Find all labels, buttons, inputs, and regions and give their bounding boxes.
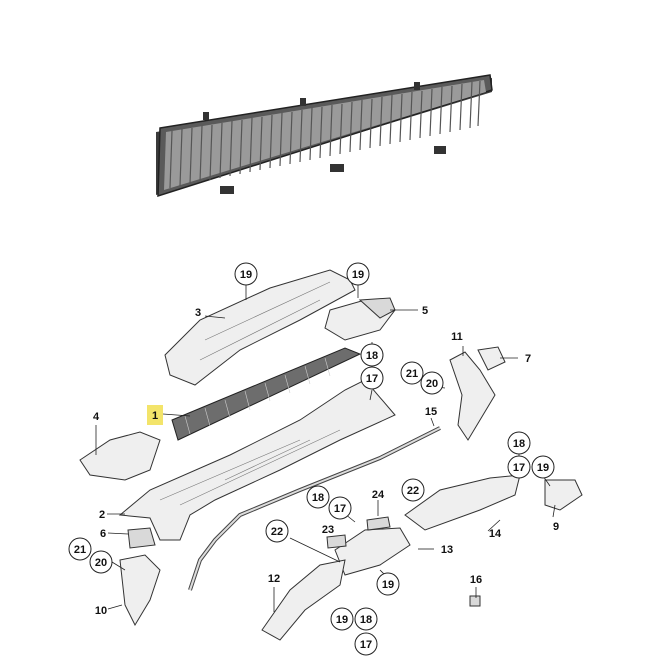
svg-text:17: 17 [360,639,372,651]
callout-17-c: 17 [507,455,531,479]
svg-text:18: 18 [366,350,378,362]
svg-text:17: 17 [366,373,378,385]
parts-diagram [79,269,583,641]
svg-text:21: 21 [406,368,418,380]
callout-20-a: 20 [420,371,444,395]
label-7: 7 [525,353,531,365]
label-14: 14 [489,528,502,540]
callout-19-d: 19 [376,572,400,596]
label-16: 16 [470,574,482,586]
callouts: 19 19 18 17 21 20 18 17 19 22 18 17 22 2… [68,262,555,656]
callout-18-c: 18 [507,431,531,455]
label-11: 11 [451,331,463,343]
label-4: 4 [93,411,100,423]
callout-18-b: 18 [306,485,330,509]
label-15: 15 [425,406,437,418]
svg-text:20: 20 [95,557,107,569]
svg-text:19: 19 [240,269,252,281]
plain-labels: 3 5 11 7 4 1 15 2 24 9 14 6 23 13 12 16 … [93,305,559,617]
callout-22-b: 22 [265,519,289,543]
callout-17-b: 17 [328,496,352,520]
svg-text:19: 19 [537,462,549,474]
svg-text:21: 21 [74,544,86,556]
label-9: 9 [553,521,559,533]
svg-text:22: 22 [271,526,283,538]
highlight-1 [147,405,163,425]
label-5: 5 [422,305,428,317]
callout-17-d: 17 [354,632,378,656]
label-23: 23 [322,524,334,536]
label-24: 24 [372,489,385,501]
svg-text:18: 18 [360,614,372,626]
svg-text:18: 18 [513,438,525,450]
callout-21-b: 21 [68,537,92,561]
callout-19-c: 19 [531,455,555,479]
label-6: 6 [100,528,106,540]
svg-text:19: 19 [352,269,364,281]
label-10: 10 [95,605,107,617]
svg-text:19: 19 [382,579,394,591]
callout-17-a: 17 [360,366,384,390]
label-2: 2 [99,509,105,521]
svg-text:17: 17 [334,503,346,515]
callout-19-e: 19 [330,607,354,631]
label-12: 12 [268,573,280,585]
label-1: 1 [152,410,158,422]
callout-21-a: 21 [400,361,424,385]
callout-19-a: 19 [234,262,258,286]
svg-text:19: 19 [336,614,348,626]
svg-text:18: 18 [312,492,324,504]
callout-22-a: 22 [401,478,425,502]
callout-18-d: 18 [354,607,378,631]
callout-20-b: 20 [89,550,113,574]
label-13: 13 [441,544,453,556]
callout-18-a: 18 [360,343,384,367]
svg-text:17: 17 [513,462,525,474]
svg-text:20: 20 [426,378,438,390]
label-3: 3 [195,307,201,319]
callout-19-b: 19 [346,262,370,286]
leader-lines [95,285,556,612]
svg-text:22: 22 [407,485,419,497]
cabin-filter-photo [156,74,493,198]
